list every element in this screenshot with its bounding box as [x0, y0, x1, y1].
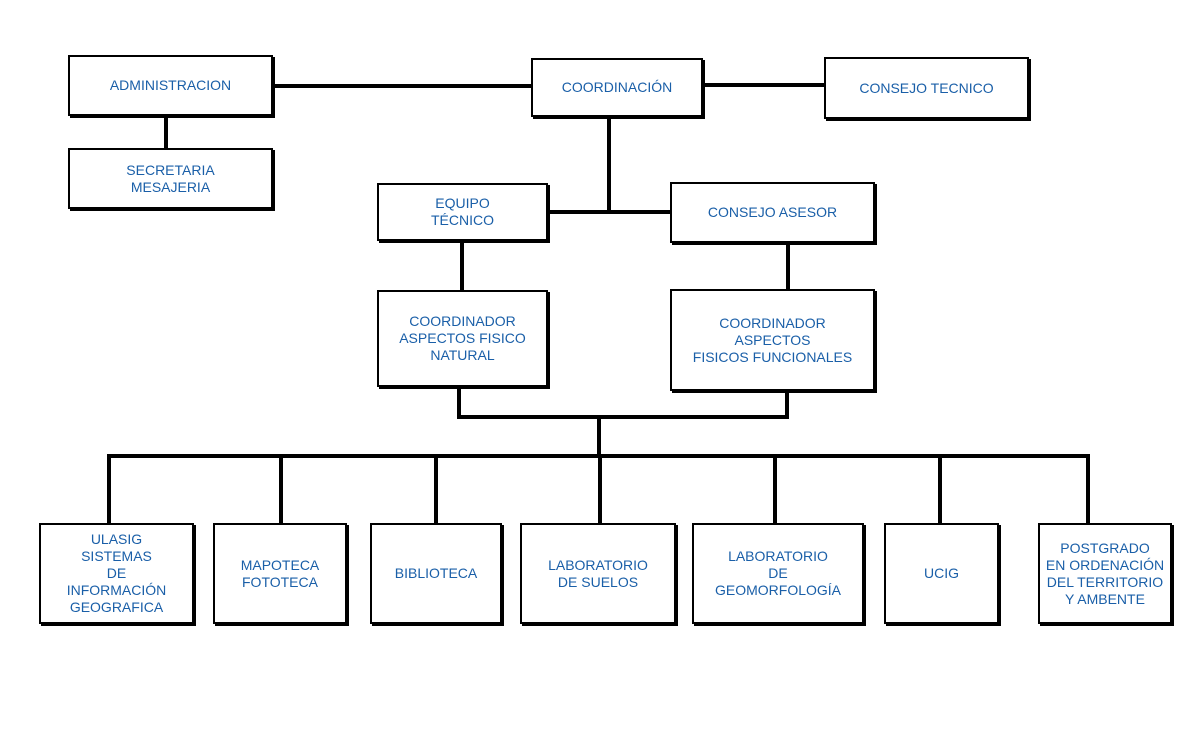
- node-label: EQUIPO TÉCNICO: [431, 195, 494, 228]
- node-label: COORDINADOR ASPECTOS FISICOS FUNCIONALES: [692, 314, 853, 365]
- node-laboratorio-geomorfologia: LABORATORIO DE GEOMORFOLOGÍA: [692, 523, 864, 624]
- node-ulasig: ULASIG SISTEMAS DE INFORMACIÓN GEOGRAFIC…: [39, 523, 194, 624]
- node-laboratorio-suelos: LABORATORIO DE SUELOS: [520, 523, 676, 624]
- node-label: ULASIG SISTEMAS DE INFORMACIÓN GEOGRAFIC…: [66, 531, 167, 615]
- connector-coordinacion-consejo-tecnico: [702, 83, 826, 87]
- node-coordinador-fisico-natural: COORDINADOR ASPECTOS FISICO NATURAL: [377, 290, 548, 387]
- connector-drop-ucig: [938, 456, 942, 524]
- connector-coordinacion-trunk: [607, 116, 611, 212]
- node-biblioteca: BIBLIOTECA: [370, 523, 502, 624]
- node-consejo-tecnico: CONSEJO TECNICO: [824, 57, 1029, 119]
- connector-coord-natural-down: [457, 386, 461, 419]
- node-label: POSTGRADO EN ORDENACIÓN DEL TERRITORIO Y…: [1045, 539, 1165, 607]
- node-label: COORDINACIÓN: [561, 79, 673, 95]
- node-label: MAPOTECA FOTOTECA: [240, 556, 320, 590]
- node-label: LABORATORIO DE SUELOS: [548, 556, 648, 590]
- node-equipo-tecnico: EQUIPO TÉCNICO: [377, 183, 548, 241]
- connector-admin-secretaria: [164, 115, 168, 149]
- node-mapoteca: MAPOTECA FOTOTECA: [213, 523, 347, 624]
- connector-equipo-coord-natural: [460, 240, 464, 291]
- connector-equipo-consejo-asesor: [547, 210, 671, 214]
- node-consejo-asesor: CONSEJO ASESOR: [670, 182, 875, 243]
- node-label: LABORATORIO DE GEOMORFOLOGÍA: [714, 548, 841, 598]
- node-label: ADMINISTRACION: [109, 77, 232, 93]
- connector-coord-funcional-down: [785, 390, 789, 419]
- connector-drop-postgrado: [1086, 456, 1090, 524]
- node-label: SECRETARIA MESAJERIA: [126, 161, 215, 195]
- node-label: UCIG: [924, 565, 959, 581]
- connector-main-trunk: [597, 417, 601, 458]
- node-postgrado: POSTGRADO EN ORDENACIÓN DEL TERRITORIO Y…: [1038, 523, 1172, 624]
- node-label: BIBLIOTECA: [394, 565, 478, 581]
- connector-asesor-coord-funcional: [786, 242, 790, 290]
- connector-admin-coordinacion: [272, 84, 532, 88]
- connector-drop-ulasig: [107, 456, 111, 524]
- connector-coordinators-bracket: [457, 415, 789, 419]
- node-coordinacion: COORDINACIÓN: [531, 58, 703, 117]
- node-label: CONSEJO ASESOR: [707, 204, 838, 220]
- connector-drop-lab-geomorfologia: [773, 456, 777, 524]
- node-secretaria: SECRETARIA MESAJERIA: [68, 148, 273, 209]
- node-ucig: UCIG: [884, 523, 999, 624]
- connector-drop-lab-suelos: [598, 456, 602, 524]
- node-label: COORDINADOR ASPECTOS FISICO NATURAL: [399, 313, 526, 363]
- node-administracion: ADMINISTRACION: [68, 55, 273, 116]
- node-label: CONSEJO TECNICO: [859, 79, 994, 96]
- connector-drop-mapoteca: [279, 456, 283, 524]
- node-coordinador-fisicos-funcionales: COORDINADOR ASPECTOS FISICOS FUNCIONALES: [670, 289, 875, 391]
- connector-drop-biblioteca: [434, 456, 438, 524]
